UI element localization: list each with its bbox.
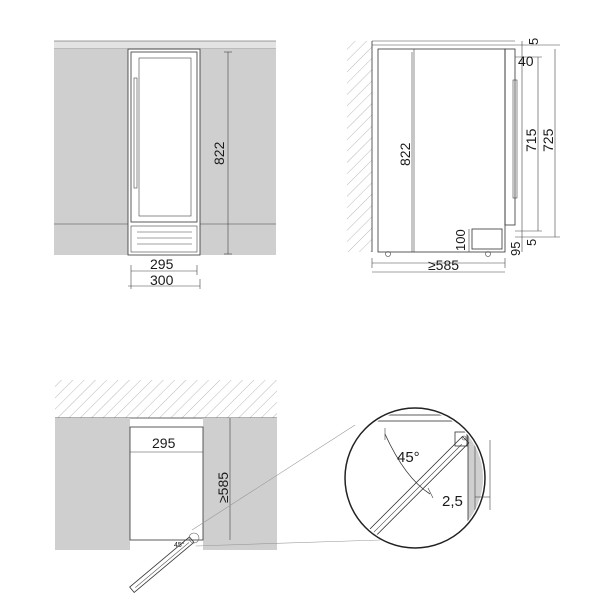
side-top-gap-label: 5 — [526, 38, 541, 45]
plan-left-cabinet — [55, 418, 130, 550]
side-height-label: 822 — [397, 142, 413, 166]
side-top-offset-label: 40 — [518, 53, 534, 69]
glass-door — [130, 51, 198, 223]
side-inner-height-label: 715 — [523, 128, 539, 152]
plan-wall-hatch — [55, 380, 277, 418]
front-outer-width-label: 300 — [150, 272, 174, 288]
door-handle — [133, 77, 138, 189]
detail-offset-label: 2,5 — [442, 493, 463, 510]
detail-view: 45° 2,5 — [344, 407, 491, 549]
side-outer-height-label: 725 — [540, 128, 556, 152]
right-cabinet — [200, 49, 276, 255]
left-cabinet — [54, 49, 128, 255]
side-plinth-label: 100 — [453, 229, 468, 251]
plan-view: 295 ≥585 45° — [55, 380, 381, 593]
side-handle — [512, 79, 518, 199]
base-grille — [130, 225, 198, 253]
wine-cooler-front — [127, 48, 201, 256]
detail-circle — [344, 407, 486, 549]
front-inner-width-label: 295 — [150, 256, 174, 272]
plan-body — [129, 426, 204, 541]
side-door — [504, 48, 516, 226]
side-bottom-gap-label: 5 — [524, 239, 539, 246]
front-view: 822 295 300 — [54, 40, 276, 289]
side-wall-hatch — [347, 41, 372, 252]
side-depth-label: ≥585 — [428, 257, 459, 273]
detail-angle-label: 45° — [397, 449, 420, 466]
side-plinth — [471, 228, 503, 250]
plan-width-label: 295 — [152, 435, 176, 451]
countertop — [54, 41, 276, 49]
side-view: 822 100 5 40 715 725 95 5 ≥585 — [347, 38, 560, 273]
plan-angle-label: 45° — [174, 541, 185, 549]
front-height-label: 822 — [211, 141, 227, 165]
plan-open-door — [129, 536, 195, 593]
plan-depth-label: ≥585 — [215, 472, 231, 503]
plan-right-cabinet — [203, 418, 277, 550]
side-foot-label: 95 — [508, 242, 523, 256]
